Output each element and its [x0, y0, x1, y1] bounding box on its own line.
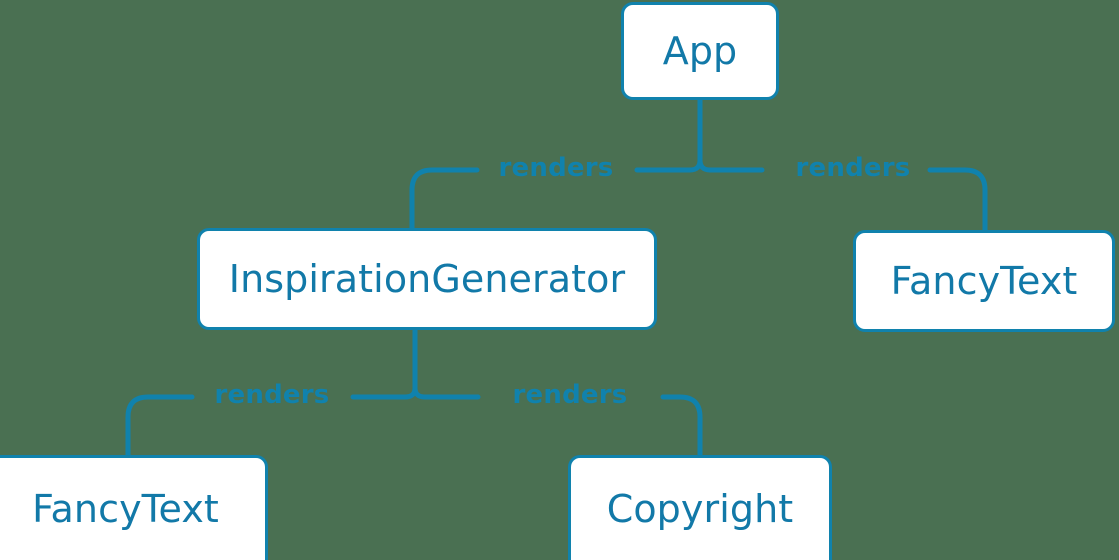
node-fancytext-left-label: FancyText: [32, 487, 219, 531]
node-copyright-label: Copyright: [606, 487, 794, 531]
edge-app-to-fancytext-left-seg: [697, 157, 765, 173]
edge-app-to-inspiration-right-seg: [634, 157, 703, 173]
node-inspiration-generator[interactable]: InspirationGenerator: [197, 228, 657, 330]
edge-app-to-fancytext-right-seg: [927, 167, 988, 233]
edge-insp-to-fancytext-right-seg: [350, 385, 418, 400]
edge-insp-to-copyright-left-seg: [412, 385, 481, 400]
node-app[interactable]: App: [621, 2, 779, 100]
node-fancytext-right[interactable]: FancyText: [853, 230, 1115, 332]
node-copyright[interactable]: Copyright: [568, 455, 832, 560]
node-fancytext-left[interactable]: FancyText: [0, 455, 268, 560]
edge-app-to-inspiration-left-seg: [409, 167, 480, 231]
edge-label-app-to-inspiration-generator: renders: [498, 153, 614, 183]
node-fancytext-right-label: FancyText: [890, 259, 1078, 303]
edge-label-app-to-fancytext: renders: [795, 153, 911, 183]
node-inspiration-generator-label: InspirationGenerator: [228, 257, 626, 301]
edge-label-inspiration-generator-to-fancytext: renders: [214, 380, 330, 410]
edge-label-inspiration-generator-to-copyright: renders: [512, 380, 628, 410]
edge-insp-to-copyright-right-seg: [660, 394, 703, 458]
edge-insp-to-fancytext-left-seg: [125, 394, 195, 458]
node-app-label: App: [662, 29, 738, 73]
